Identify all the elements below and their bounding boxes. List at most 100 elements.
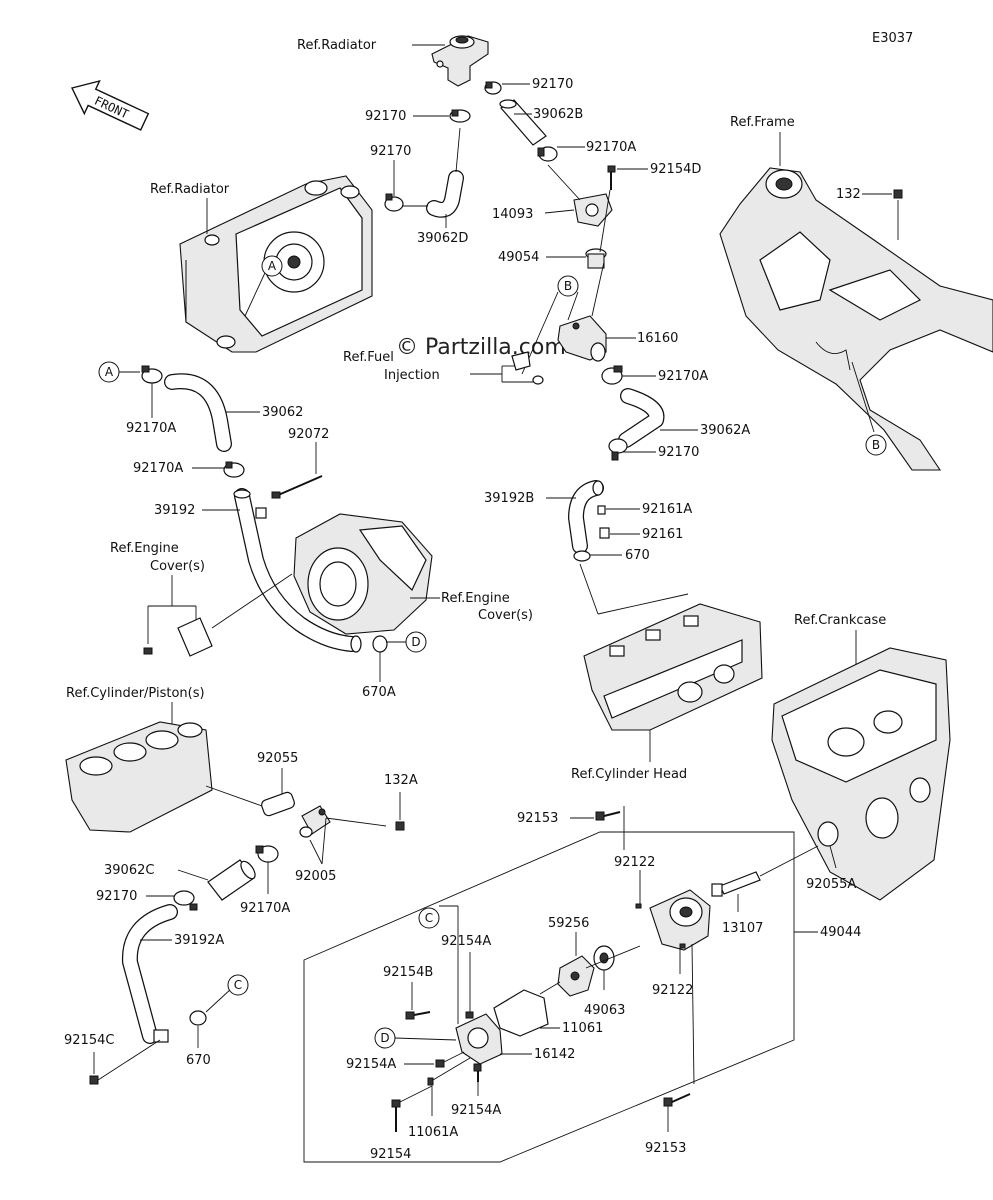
radiator-cap-drawing [431,35,489,87]
bolt-92154a-mid [435,1059,445,1068]
plug-92161a [597,505,606,515]
ref-radiator-top: Ref.Radiator [297,38,377,53]
svg-text:C: C [425,911,433,925]
clamp-92170-left [384,193,404,212]
part-39062B: 39062B [533,107,583,122]
clamp-92170-top-left [449,109,471,123]
part-92170A-left2: 92170A [133,461,183,476]
part-92122-top: 92122 [614,855,655,870]
part-92005: 92005 [295,869,336,884]
part-92154A-bot: 92154A [451,1103,501,1118]
bolt-132a [395,821,405,831]
part-16142: 16142 [534,1047,575,1062]
callout-c-2: C [418,907,440,929]
part-92170-mid: 92170 [658,445,699,460]
part-39192B: 39192B [484,491,534,506]
ref-engine-cover-right-2: Cover(s) [478,608,533,623]
svg-text:C: C [234,978,242,992]
part-14093: 14093 [492,207,533,222]
clamp-92170-low [173,890,198,911]
part-670-low: 670 [186,1053,211,1068]
assembly-frame-49044 [303,831,795,1163]
temp-sensor-drawing [511,351,544,385]
callout-a-2: A [261,255,283,277]
part-39062: 39062 [262,405,303,420]
hose-39062c [207,859,256,901]
clamp-92170a-top [537,146,558,162]
part-39192: 39192 [154,503,195,518]
part-92122-bot: 92122 [652,983,693,998]
bracket-92072 [271,475,323,499]
impeller-59256 [557,955,595,997]
part-670: 670 [625,548,650,563]
pump-body-drawing [649,889,711,951]
seal-49063 [593,945,615,971]
engine-cover-drawing [293,513,433,635]
callout-d-2: D [374,1027,396,1049]
part-92154C: 92154C [64,1033,114,1048]
clamp-92170a-left2 [223,461,245,478]
ref-fuel-2: Injection [384,368,440,383]
gasket-11061 [493,989,549,1037]
shaft-13107 [711,871,761,897]
pipe-39192a [121,904,178,1044]
clamp-92170-mid [608,438,628,461]
part-39062A: 39062A [700,423,750,438]
ref-fuel-1: Ref.Fuel [343,350,394,365]
callout-a-1: A [98,361,120,383]
part-92154A-mid: 92154A [346,1057,396,1072]
part-92154: 92154 [370,1147,411,1162]
clamp-92170a-low [255,845,279,863]
ref-cylinder-head: Ref.Cylinder Head [571,767,687,782]
part-92154B: 92154B [383,965,433,980]
callout-b-1: B [557,275,579,297]
part-49054: 49054 [498,250,539,265]
diagram-code: E3037 [872,31,913,46]
ref-frame: Ref.Frame [730,115,795,130]
svg-text:A: A [268,259,277,273]
svg-text:B: B [564,279,572,293]
part-59256: 59256 [548,916,589,931]
part-92170A-top: 92170A [586,140,636,155]
svg-text:A: A [105,365,114,379]
cylinder-head-drawing [583,603,763,731]
callout-b-2: B [865,434,887,456]
part-92161A: 92161A [642,502,692,517]
part-92161: 92161 [642,527,683,542]
front-arrow-icon: FRONT [70,79,150,131]
bolt-92154a-bot [473,1063,482,1082]
pump-cover-16142 [455,1013,503,1065]
part-132A: 132A [384,773,418,788]
svg-text:D: D [411,635,420,649]
hose-39062b [499,99,547,146]
bolt-92154b [405,1011,431,1020]
part-92154A-top: 92154A [441,934,491,949]
frame-drawing [719,167,993,471]
thermostat-49054 [585,248,607,269]
crankcase-drawing [771,647,951,901]
ref-cylinder-piston: Ref.Cylinder/Piston(s) [66,686,205,701]
svg-text:D: D [380,1031,389,1045]
part-92153-top: 92153 [517,811,558,826]
fitting-92005 [299,805,331,838]
part-39062D: 39062D [417,231,468,246]
part-92072: 92072 [288,427,329,442]
callout-d-1: D [405,631,427,653]
oring-11061a [427,1077,434,1086]
ref-engine-cover-right-1: Ref.Engine [441,591,510,606]
part-92055A: 92055A [806,877,856,892]
hose-39062a [618,388,665,448]
oring-92055a [817,821,839,847]
bolt-132 [893,189,903,199]
clamp-92170-top [484,81,502,95]
ref-crankcase: Ref.Crankcase [794,613,886,628]
part-670A: 670A [362,685,396,700]
thermostat-cover-14093 [573,193,613,227]
part-132: 132 [836,187,861,202]
part-11061A: 11061A [408,1125,458,1140]
part-92170A-low: 92170A [240,901,290,916]
part-49063: 49063 [584,1003,625,1018]
bolt-92154d [607,165,616,190]
bolt-92153-top [595,811,621,821]
